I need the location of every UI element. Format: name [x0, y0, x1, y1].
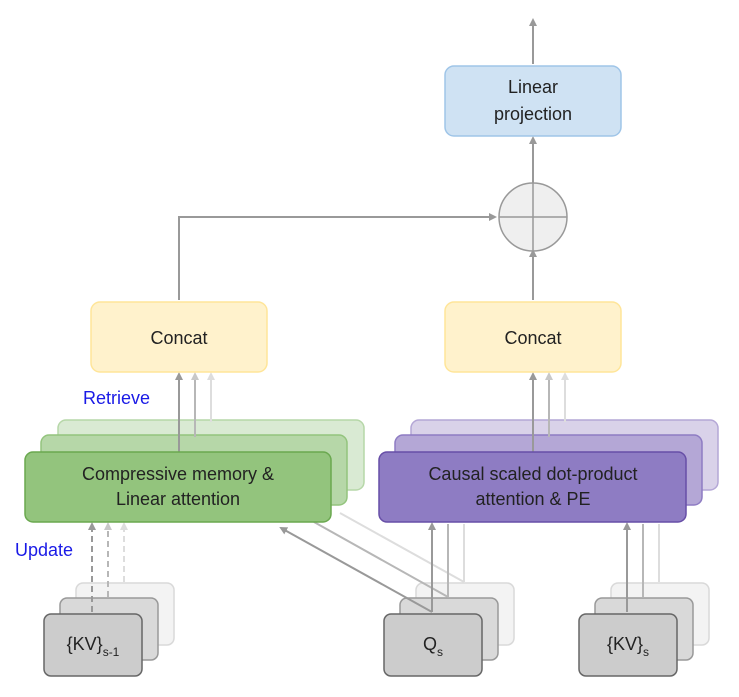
linear-projection-line1: Linear — [508, 77, 558, 97]
edges — [88, 18, 660, 613]
edge-query-to-memory-2 — [313, 521, 449, 598]
compressive-memory-line2: Linear attention — [116, 489, 240, 509]
kv-curr-node: {KV}s — [578, 613, 678, 677]
kv-curr-base: {KV} — [607, 634, 643, 654]
kv-prev-subscript: s-1 — [103, 645, 120, 659]
concat-right-label: Concat — [504, 328, 561, 348]
concat-right-node: Concat — [444, 301, 622, 373]
linear-projection-line2: projection — [494, 104, 572, 124]
causal-attention-line1: Causal scaled dot-product — [428, 464, 637, 484]
causal-attention-line2: attention & PE — [475, 489, 590, 509]
sum-node — [498, 182, 568, 252]
linear-projection-node: Linear projection — [444, 65, 622, 137]
query-node: Qs — [383, 613, 483, 677]
query-label: Qs — [423, 634, 443, 659]
retrieve-label: Retrieve — [83, 388, 150, 408]
causal-attention-node: Causal scaled dot-product attention & PE — [378, 451, 687, 523]
query-subscript: s — [437, 645, 443, 659]
concat-left-label: Concat — [150, 328, 207, 348]
kv-prev-label: {KV}s-1 — [67, 634, 120, 659]
query-base: Q — [423, 634, 437, 654]
kv-prev-node: {KV}s-1 — [43, 613, 143, 677]
update-label: Update — [15, 540, 73, 560]
concat-left-node: Concat — [90, 301, 268, 373]
kv-prev-base: {KV} — [67, 634, 103, 654]
edge-concat-left-to-sum — [178, 213, 497, 300]
compressive-memory-node: Compressive memory & Linear attention — [24, 451, 332, 523]
kv-curr-label: {KV}s — [607, 634, 649, 659]
compressive-memory-line1: Compressive memory & — [82, 464, 274, 484]
edge-query-to-memory-1 — [279, 527, 433, 613]
kv-curr-subscript: s — [643, 645, 649, 659]
edge-query-to-memory-3 — [339, 512, 465, 583]
